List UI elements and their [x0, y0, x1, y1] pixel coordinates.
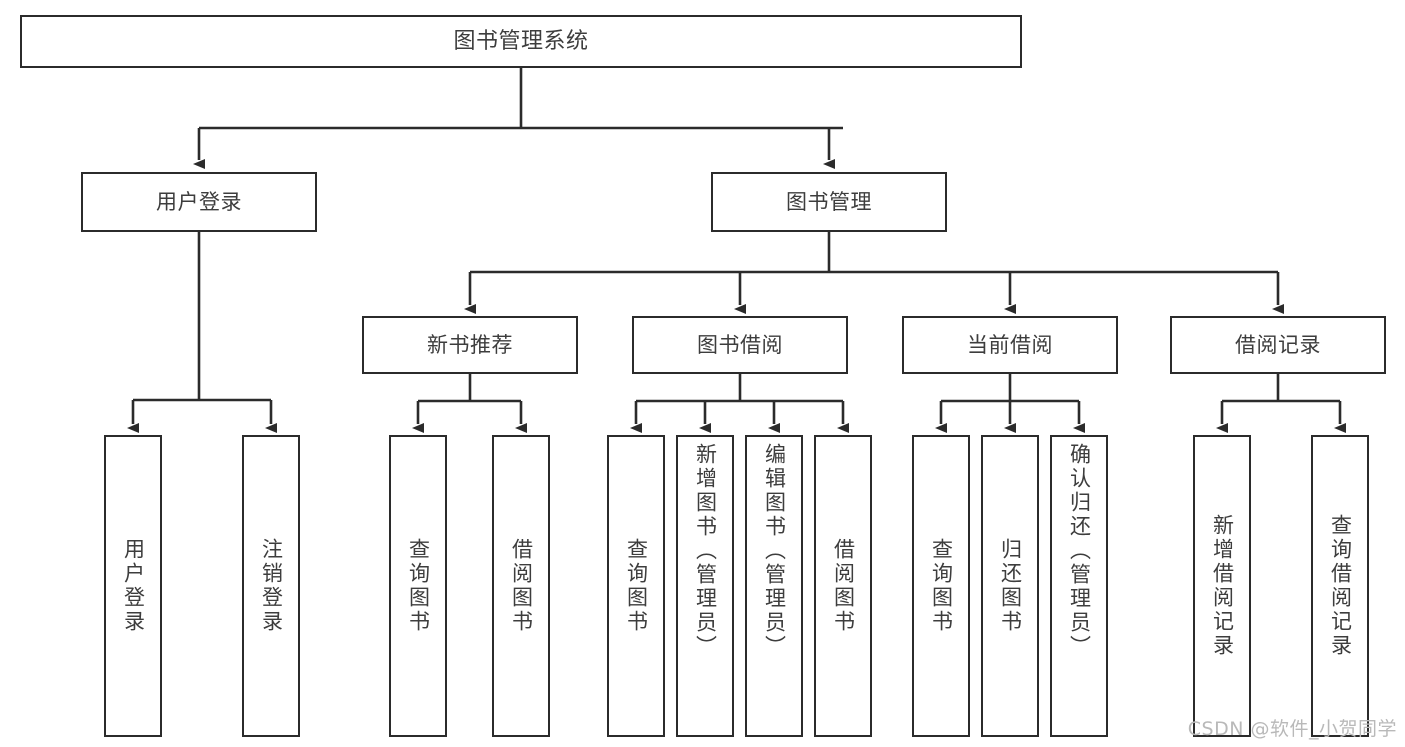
node-current-borrow[interactable]: 当前借阅: [902, 316, 1118, 374]
leaf-book-borrow-add-book-admin[interactable]: 新增图书（管理员）: [676, 435, 734, 737]
node-label: 图书借阅: [697, 332, 783, 357]
node-label: 借阅记录: [1235, 332, 1321, 357]
node-label: 用户登录: [121, 538, 146, 634]
node-book-management[interactable]: 图书管理: [711, 172, 947, 232]
leaf-user-login-login[interactable]: 用户登录: [104, 435, 162, 737]
node-label: 查询图书: [406, 538, 431, 634]
leaf-book-borrow-query-book[interactable]: 查询图书: [607, 435, 665, 737]
node-new-book-recommend[interactable]: 新书推荐: [362, 316, 578, 374]
node-label: 查询图书: [929, 538, 954, 634]
node-borrow-record[interactable]: 借阅记录: [1170, 316, 1386, 374]
leaf-new-book-query-book[interactable]: 查询图书: [389, 435, 447, 737]
node-label: 归还图书: [998, 538, 1023, 634]
leaf-book-borrow-borrow-book[interactable]: 借阅图书: [814, 435, 872, 737]
node-label: 注销登录: [259, 538, 284, 634]
csdn-watermark: CSDN @软件_小贺同学: [1187, 718, 1397, 740]
leaf-current-borrow-confirm-return-admin[interactable]: 确认归还（管理员）: [1050, 435, 1108, 737]
node-label: 借阅图书: [509, 538, 534, 634]
node-label: 新增图书（管理员）: [693, 443, 718, 659]
leaf-borrow-record-add-record[interactable]: 新增借阅记录: [1193, 435, 1251, 737]
node-label: 编辑图书（管理员）: [762, 443, 787, 659]
node-root-library-management-system[interactable]: 图书管理系统: [20, 15, 1022, 68]
leaf-current-borrow-return-book[interactable]: 归还图书: [981, 435, 1039, 737]
leaf-user-login-logout[interactable]: 注销登录: [242, 435, 300, 737]
node-label: 用户登录: [156, 189, 242, 214]
node-label: 借阅图书: [831, 538, 856, 634]
leaf-book-borrow-edit-book-admin[interactable]: 编辑图书（管理员）: [745, 435, 803, 737]
node-label: 查询借阅记录: [1328, 514, 1353, 658]
node-label: 确认归还（管理员）: [1067, 443, 1092, 659]
node-label: 图书管理系统: [453, 28, 589, 54]
node-label: 查询图书: [624, 538, 649, 634]
node-label: 图书管理: [786, 189, 872, 214]
node-label: 新增借阅记录: [1210, 514, 1235, 658]
leaf-borrow-record-query-record[interactable]: 查询借阅记录: [1311, 435, 1369, 737]
node-book-borrow[interactable]: 图书借阅: [632, 316, 848, 374]
leaf-new-book-borrow-book[interactable]: 借阅图书: [492, 435, 550, 737]
node-label: 新书推荐: [427, 332, 513, 357]
node-user-login[interactable]: 用户登录: [81, 172, 317, 232]
leaf-current-borrow-query-book[interactable]: 查询图书: [912, 435, 970, 737]
node-label: 当前借阅: [967, 332, 1053, 357]
